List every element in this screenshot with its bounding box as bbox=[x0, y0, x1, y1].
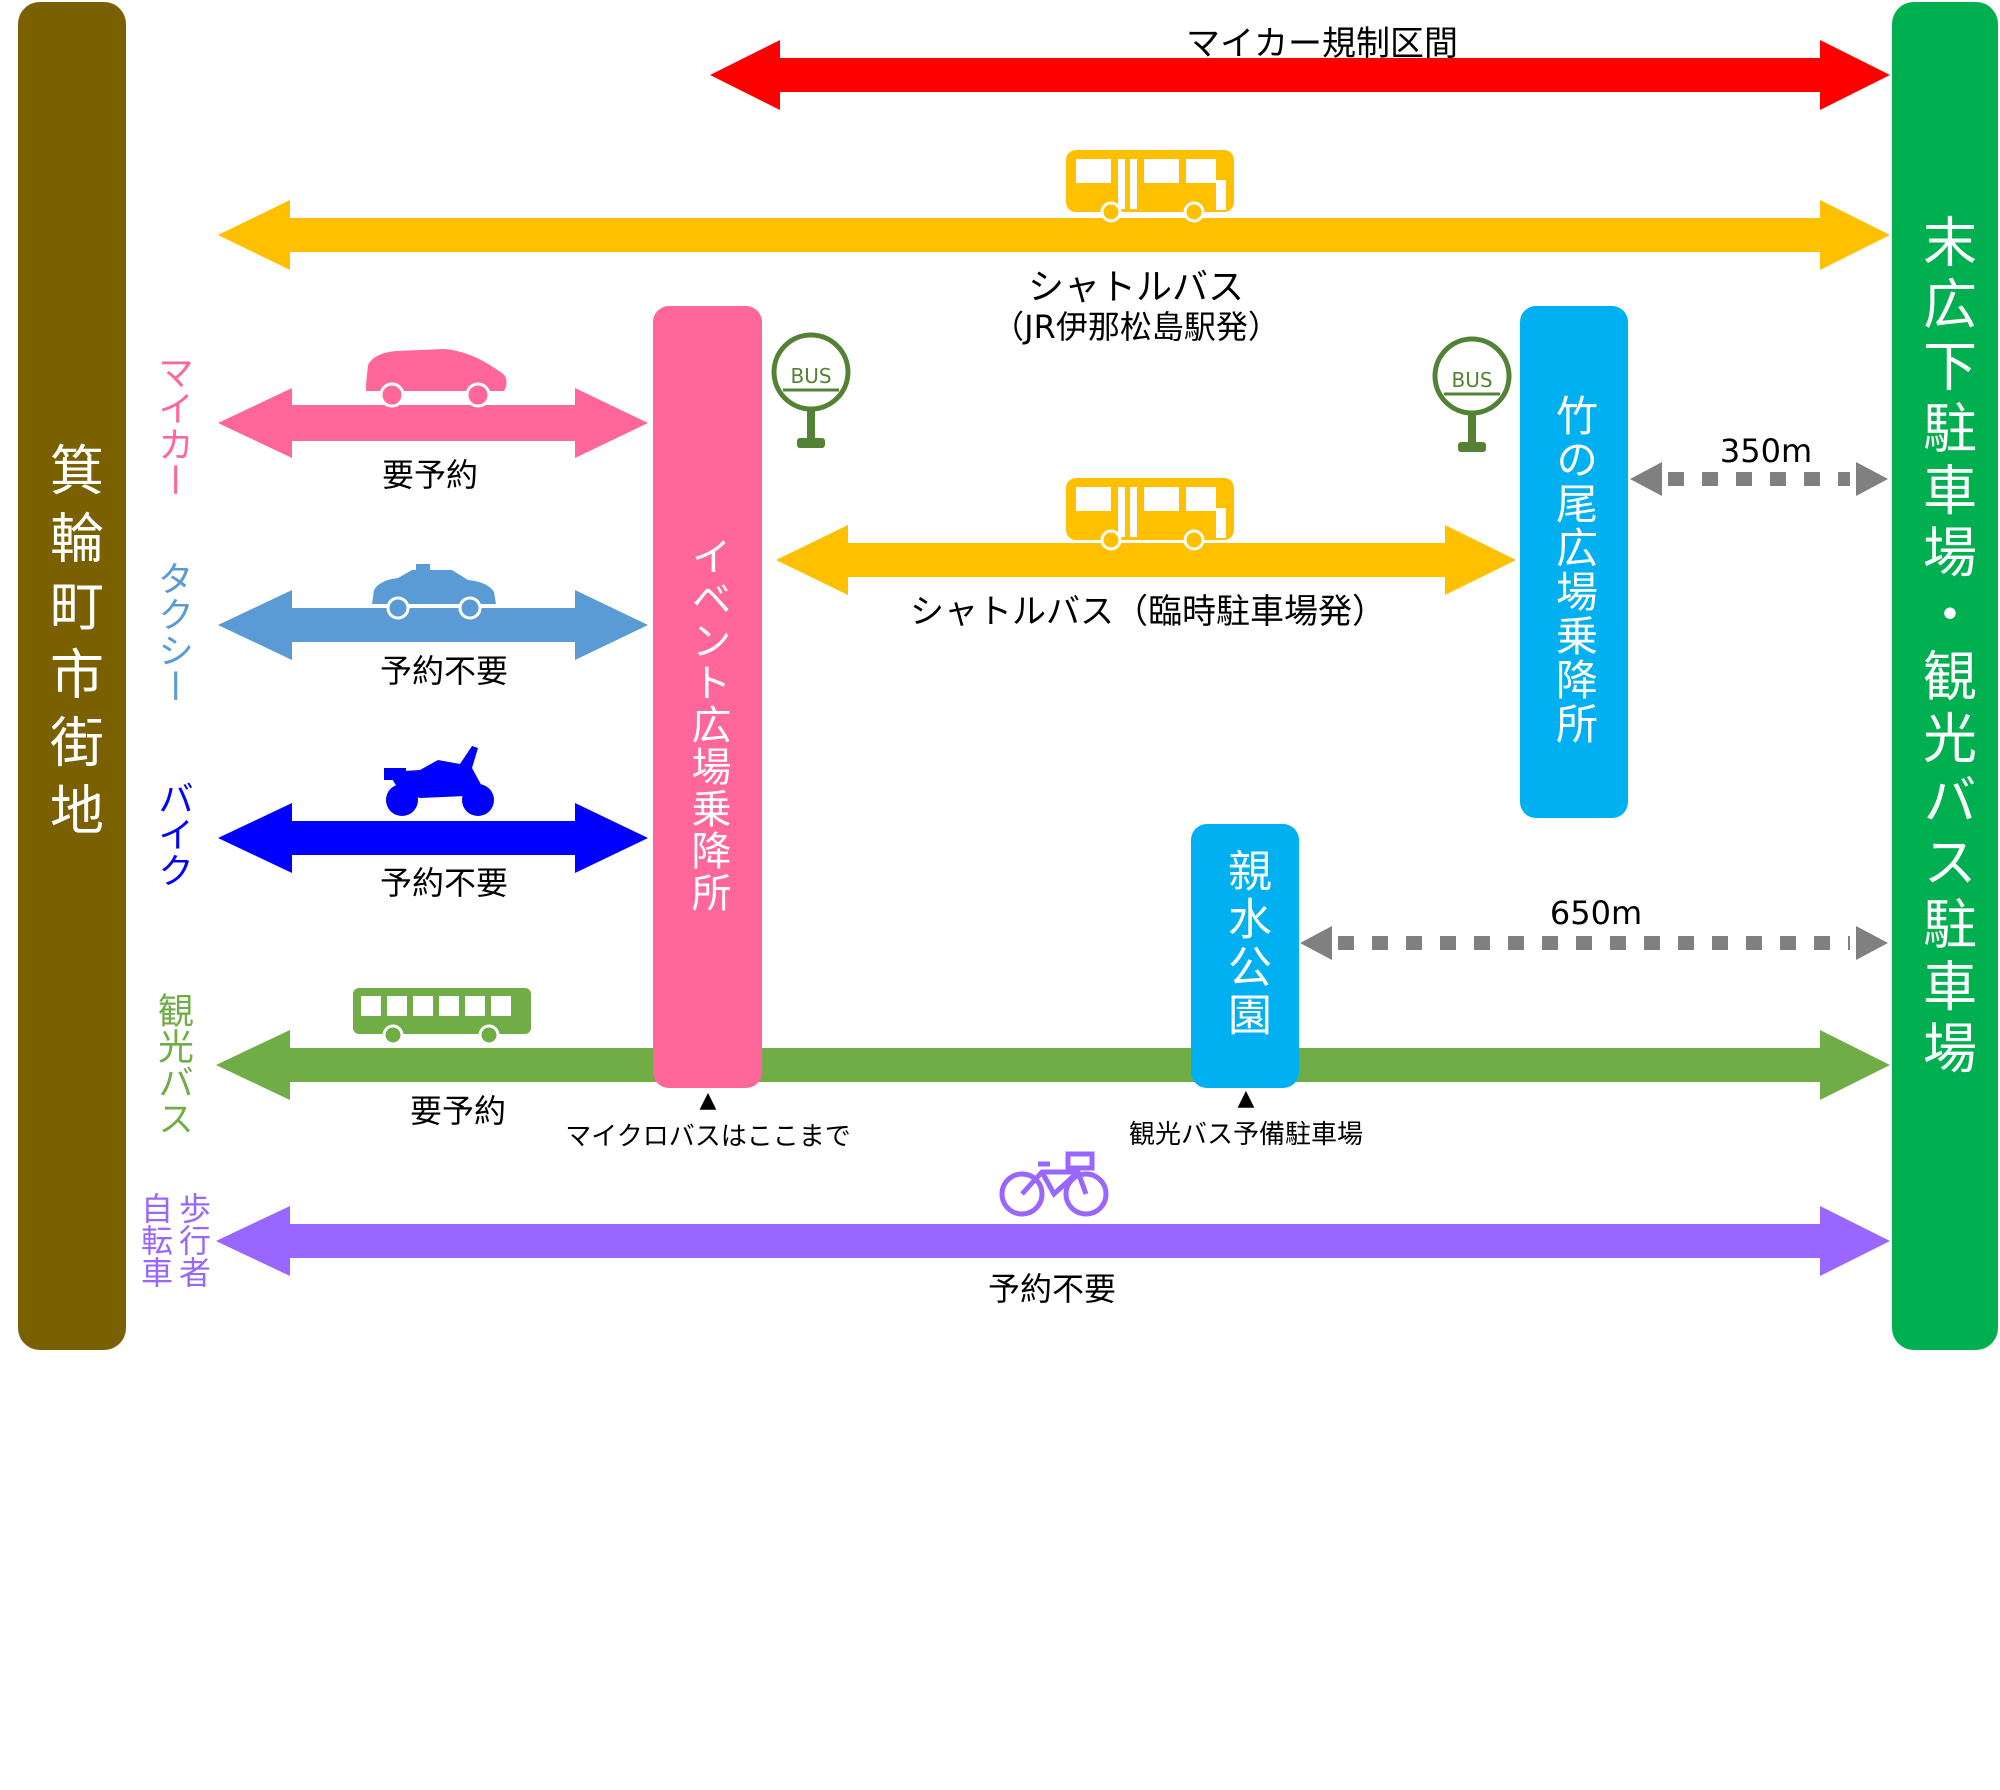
right-area-bar: 末広下駐車場・観光バス駐車場 bbox=[1892, 2, 1998, 1350]
tour-bus-icon bbox=[353, 988, 531, 1046]
bus-icon-temp bbox=[1066, 478, 1234, 551]
dist-350-line bbox=[1630, 462, 1888, 496]
takenoo-stop-bar: 竹の尾広場乗降所 bbox=[1520, 306, 1628, 818]
tourbus-note: 要予約 bbox=[409, 1092, 507, 1130]
bus-sign-text: BUS bbox=[790, 364, 832, 388]
mode-label-taxi: タクシー bbox=[152, 560, 193, 704]
restriction-label: マイカー規制区間 bbox=[1186, 24, 1458, 64]
bike-note: 予約不要 bbox=[379, 864, 509, 902]
mode-label-bike: バイク bbox=[152, 780, 193, 888]
left-area-label: 箕輪町市街地 bbox=[40, 442, 104, 850]
motorcycle-icon bbox=[384, 746, 494, 816]
right-area-label: 末広下駐車場・観光バス駐車場 bbox=[1913, 214, 1977, 1082]
mycar-note: 要予約 bbox=[381, 456, 479, 494]
left-area-bar: 箕輪町市街地 bbox=[18, 2, 126, 1350]
taxi-note: 予約不要 bbox=[379, 652, 509, 690]
mode-label-walk-a: 歩行者 bbox=[174, 1192, 212, 1288]
event-plaza-label: イベント広場乗降所 bbox=[684, 536, 731, 914]
reserve-note-arrow: ▲ bbox=[1237, 1086, 1255, 1111]
dist-shinsui: 650m bbox=[1549, 894, 1643, 932]
bus-stop-sign-icon bbox=[771, 332, 851, 448]
shinsui-label: 親水公園 bbox=[1220, 848, 1271, 1040]
bus-sign-text-2: BUS bbox=[1451, 368, 1493, 392]
car-icon bbox=[366, 349, 507, 408]
shuttle-temp-label: シャトルバス（臨時駐車場発） bbox=[910, 592, 1386, 632]
walk-note: 予約不要 bbox=[987, 1270, 1117, 1308]
event-plaza-bar: イベント広場乗降所 bbox=[653, 306, 762, 1088]
dist-650-line bbox=[1300, 926, 1888, 960]
mode-label-mycar: マイカー bbox=[152, 354, 193, 498]
taxi-icon bbox=[372, 564, 496, 620]
reserve-note-text: 観光バス予備駐車場 bbox=[1128, 1120, 1364, 1150]
shuttle-main-line2: （JR伊那松島駅発） bbox=[992, 308, 1280, 346]
walk-arrow bbox=[216, 1206, 1890, 1276]
bus-stop-sign-icon-2 bbox=[1432, 336, 1512, 452]
shuttle-main-line1: シャトルバス bbox=[1027, 267, 1245, 308]
takenoo-label: 竹の尾広場乗降所 bbox=[1549, 394, 1599, 746]
route-diagram-graphics bbox=[216, 40, 1890, 1276]
shinsui-park-bar: 親水公園 bbox=[1191, 824, 1299, 1088]
bicycle-icon bbox=[999, 1151, 1109, 1217]
restriction-arrow bbox=[710, 40, 1890, 110]
dist-takenoo: 350m bbox=[1719, 432, 1813, 470]
bike-arrow bbox=[218, 803, 648, 873]
micro-note-text: マイクロバスはここまで bbox=[565, 1122, 851, 1152]
taxi-arrow bbox=[218, 590, 648, 660]
shuttle-temp-arrow bbox=[776, 525, 1516, 595]
mode-label-walk-b: 自転車 bbox=[136, 1192, 174, 1288]
mode-label-tourbus: 観光バス bbox=[152, 992, 193, 1136]
tourbus-arrow bbox=[216, 1030, 1890, 1100]
mycar-arrow bbox=[218, 388, 648, 458]
shuttle-main-arrow bbox=[218, 200, 1890, 270]
micro-note-arrow: ▲ bbox=[699, 1088, 717, 1113]
bus-icon bbox=[1066, 150, 1234, 223]
